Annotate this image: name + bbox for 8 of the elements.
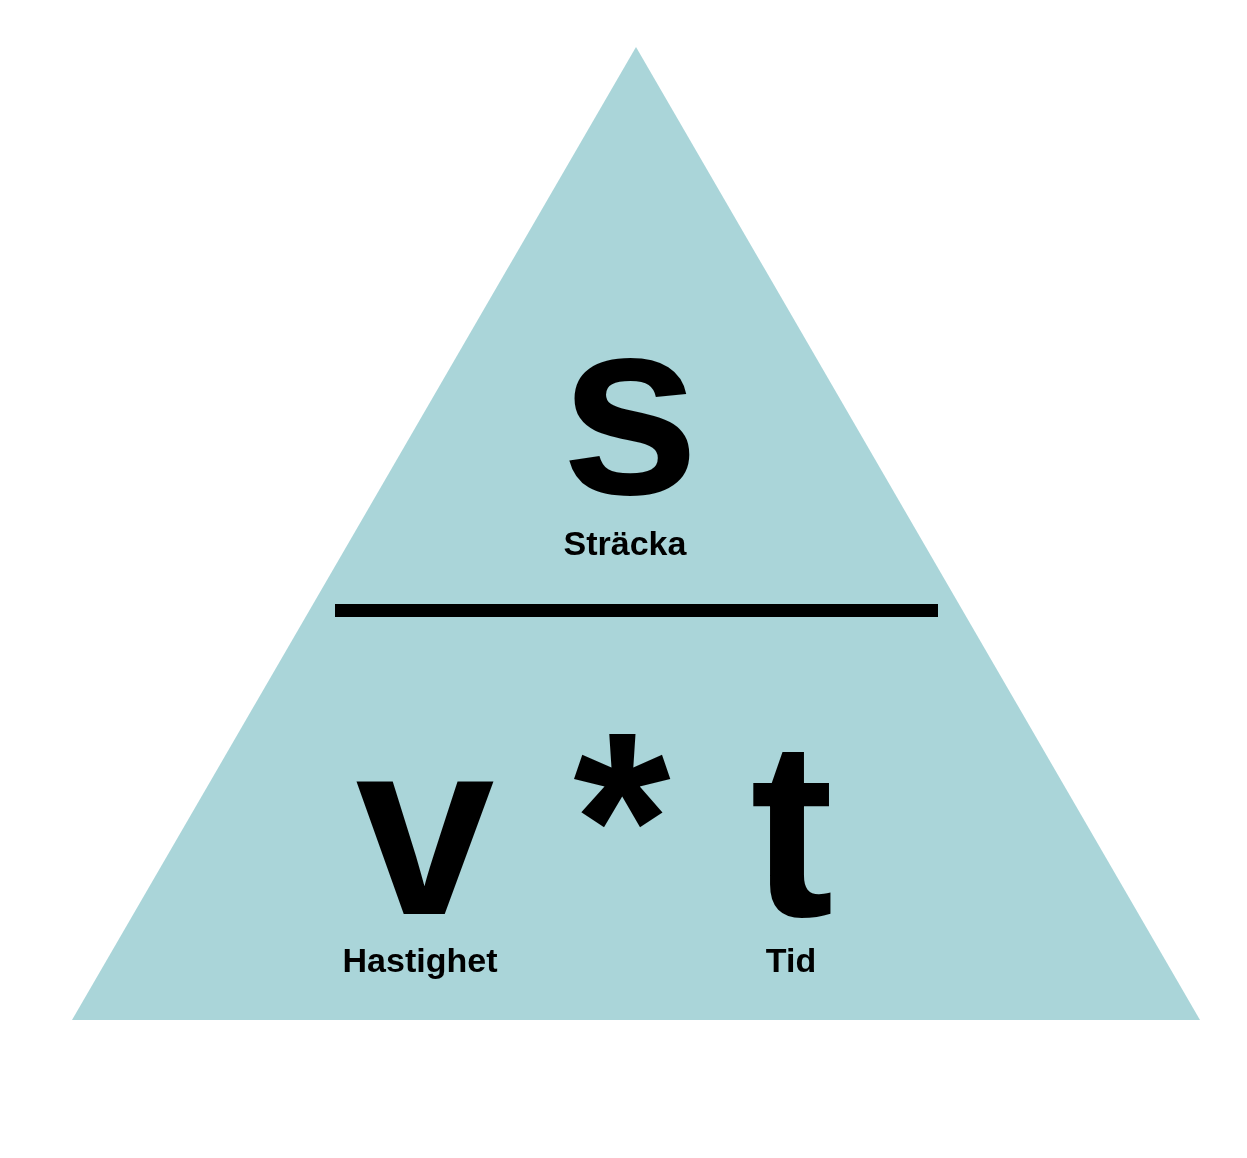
formula-triangle (72, 47, 1200, 1020)
variable-symbol: t (750, 730, 834, 931)
variable-label: Sträcka (563, 523, 687, 563)
variable-label: Hastighet (342, 940, 498, 980)
variable-symbol: s (560, 308, 700, 509)
multiply-sign: * (573, 721, 671, 922)
variable-label: Tid (765, 940, 817, 980)
variable-symbol: v (355, 728, 495, 929)
